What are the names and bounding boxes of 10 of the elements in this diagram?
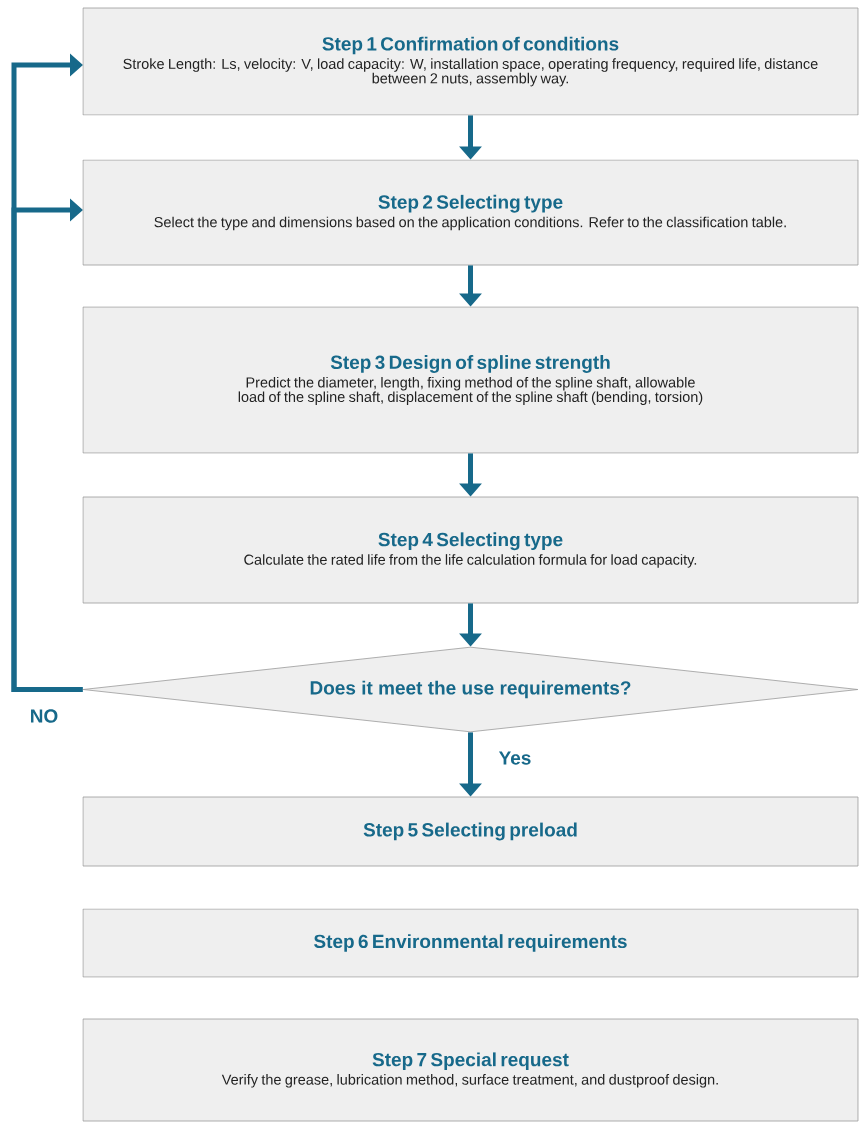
process-box: Step 3 Design of spline strength Predict the diameter, length, fixing method of the spline shaft, allowable load of the spline shaft, displacement of the spline shaft (bending, torsion) xyxy=(82,306,859,454)
process-box: Step 2 Selecting type Select the type and dimensions based on the application conditions. Refer to the classification table. xyxy=(82,159,859,266)
edge-label: NO xyxy=(28,708,60,724)
arrow xyxy=(11,198,83,692)
process-box: Step 1 Confirmation of conditions Stroke Length: Ls, velocity: V, load capacity: W, installation space, operating frequency, required life, distance between 2 nuts, assembly way. xyxy=(82,7,859,116)
process-box: Step 5 Selecting preload xyxy=(82,796,859,867)
process-box: Step 6 Environmental requirements xyxy=(82,908,859,978)
process-box: Step 4 Selecting type Calculate the rated life from the life calculation formula for load capacity. xyxy=(82,496,859,604)
edge-label: Yes xyxy=(497,750,533,766)
process-box: Step 7 Special request Verify the grease, lubrication method, surface treatment, and dustproof design. xyxy=(82,1018,859,1122)
